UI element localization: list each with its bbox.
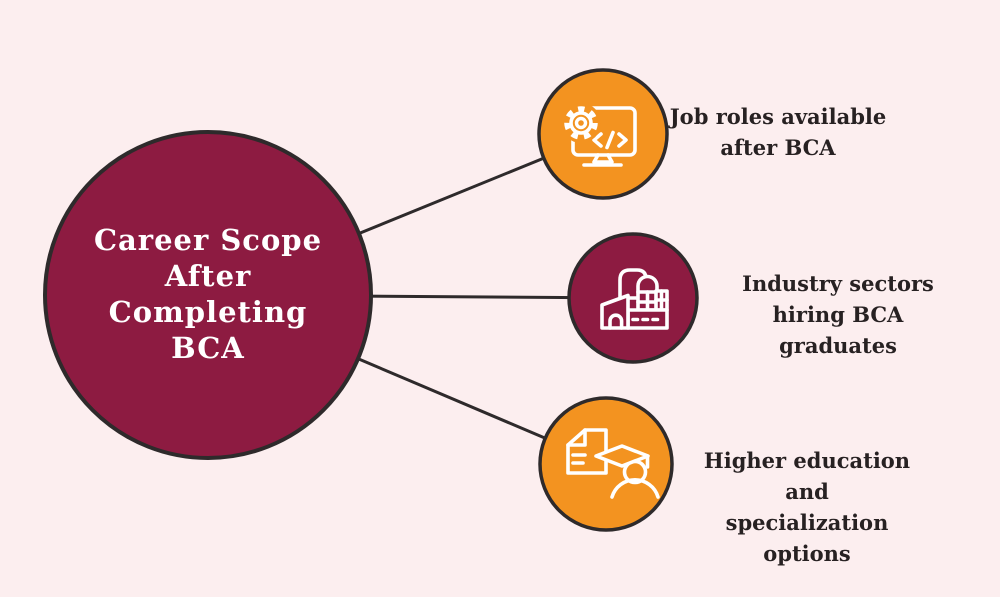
- node-job-roles: [537, 68, 669, 200]
- label-line: specialization options: [725, 510, 889, 566]
- node-label-industry-sectors: Industry sectors hiring BCA graduates: [713, 268, 963, 361]
- hub-title-line: Career Scope: [93, 223, 323, 257]
- document-graduate-icon: [566, 428, 660, 499]
- node-industry-sectors: [567, 232, 699, 364]
- node-label-higher-education: Higher education and specialization opti…: [682, 445, 932, 569]
- label-line: after BCA: [720, 135, 836, 160]
- label-line: hiring BCA graduates: [772, 302, 904, 358]
- hub-title-line: BCA: [171, 331, 245, 365]
- node-label-job-roles: Job roles available after BCA: [655, 101, 901, 163]
- hub-circle: [43, 130, 373, 460]
- hub-title: Career Scope After Completing BCA: [45, 222, 371, 366]
- node-circle-job-roles: [537, 68, 669, 200]
- hub-title-line: Completing: [108, 295, 308, 329]
- label-line: Job roles available: [669, 104, 887, 129]
- node-higher-education: [538, 396, 674, 532]
- code-monitor-gear-icon: [561, 103, 637, 167]
- label-line: Industry sectors: [742, 271, 934, 296]
- graduate-shoulders: [610, 478, 660, 499]
- label-line: Higher education and: [703, 448, 911, 504]
- hub-title-line: After: [164, 259, 252, 293]
- factory-building-icon: [600, 268, 669, 330]
